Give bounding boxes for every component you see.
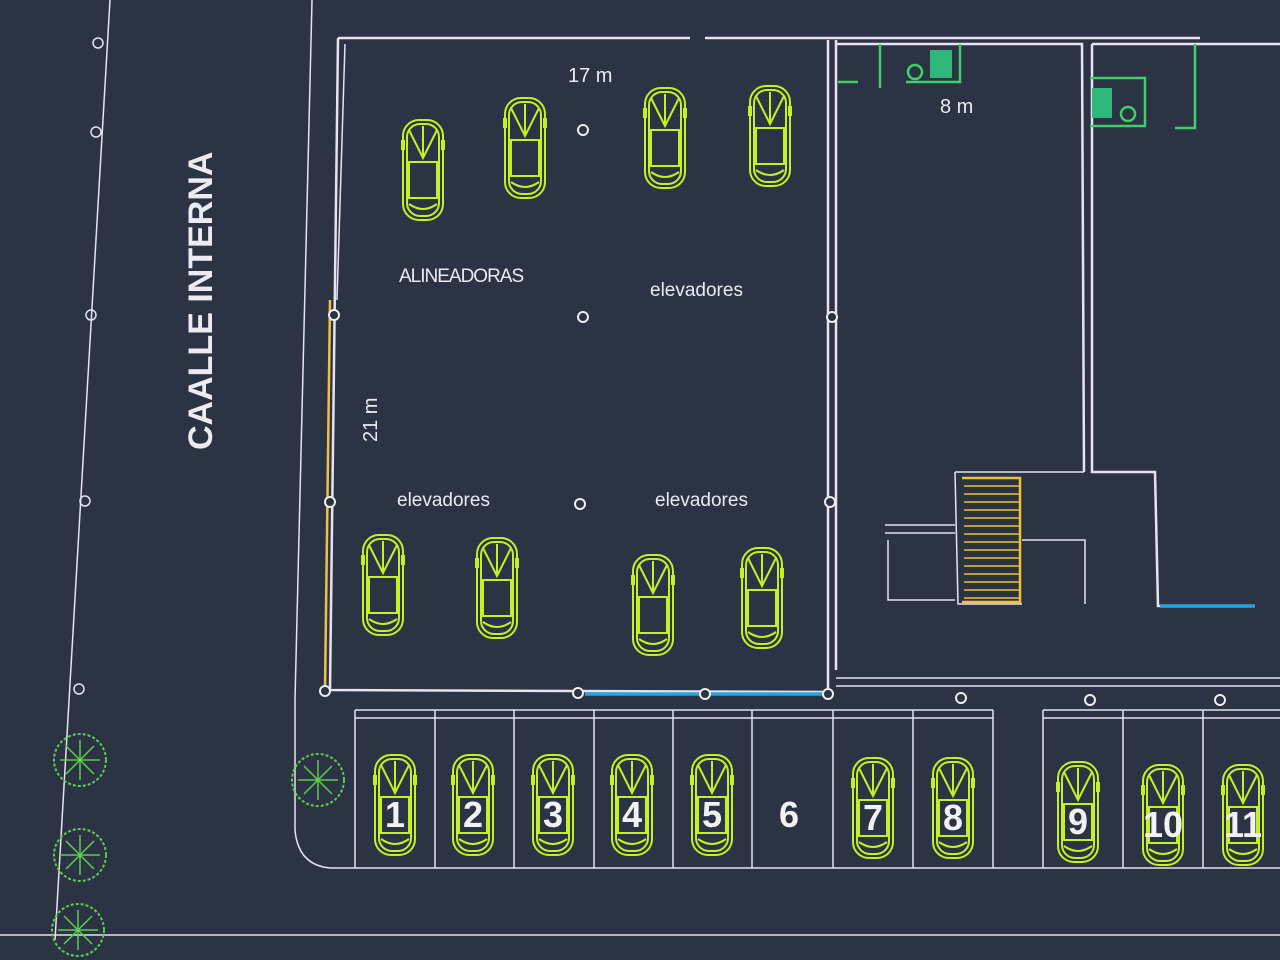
car-icon bbox=[502, 97, 548, 199]
parking-space-number: 1 bbox=[385, 794, 405, 835]
tree-icon bbox=[53, 828, 107, 882]
column-marker bbox=[955, 692, 967, 704]
tree-icon bbox=[291, 753, 345, 807]
parking-space-number: 11 bbox=[1224, 804, 1262, 845]
parking-space[interactable]: 9 bbox=[1055, 761, 1101, 863]
car-icon bbox=[400, 119, 446, 221]
parking-space[interactable]: 4 bbox=[609, 754, 655, 856]
post-marker bbox=[85, 309, 97, 321]
parking-space[interactable]: 11 bbox=[1220, 764, 1266, 866]
parking-space[interactable]: 6 bbox=[779, 794, 799, 835]
post-marker bbox=[92, 37, 104, 49]
structural-columns bbox=[319, 124, 1226, 706]
column-marker bbox=[577, 311, 589, 323]
car-icon bbox=[360, 534, 406, 636]
parking-space-number: 5 bbox=[702, 794, 722, 835]
parking-space[interactable]: 2 bbox=[450, 754, 496, 856]
workshop-walls bbox=[323, 36, 1280, 696]
parking-space-number: 9 bbox=[1068, 801, 1088, 842]
dimension-height-main: 21 m bbox=[360, 398, 382, 442]
workshop-cars bbox=[360, 85, 793, 656]
car-icon bbox=[630, 554, 676, 656]
parking-space[interactable]: 5 bbox=[689, 754, 735, 856]
parking-space-number: 2 bbox=[463, 794, 483, 835]
car-icon bbox=[474, 537, 520, 639]
parking-space-number: 3 bbox=[543, 794, 563, 835]
parking-space[interactable]: 8 bbox=[930, 757, 976, 859]
area-label-elevadores-bottom-right: elevadores bbox=[655, 490, 748, 511]
car-icon bbox=[642, 87, 688, 189]
area-label-elevadores-top: elevadores bbox=[650, 280, 743, 301]
tree-icon bbox=[53, 733, 107, 787]
dimension-width-main: 17 m bbox=[568, 65, 612, 87]
parking-space-number: 10 bbox=[1143, 804, 1183, 845]
parking-space[interactable]: 1 bbox=[372, 754, 418, 856]
column-marker bbox=[328, 309, 340, 321]
column-marker bbox=[572, 687, 584, 699]
column-marker bbox=[1214, 694, 1226, 706]
car-icon bbox=[739, 547, 785, 649]
parking-row: 1 2 3 4 5 6 7 8 9 10 11 bbox=[354, 709, 1280, 868]
parking-space-number: 8 bbox=[943, 797, 963, 838]
street-label: CAALLE INTERNA bbox=[182, 152, 220, 450]
parking-space[interactable]: 7 bbox=[850, 757, 896, 859]
parking-space[interactable]: 3 bbox=[530, 754, 576, 856]
column-marker bbox=[699, 688, 711, 700]
dimension-width-side: 8 m bbox=[940, 96, 973, 118]
post-marker bbox=[73, 683, 85, 695]
column-marker bbox=[319, 685, 331, 697]
parking-space[interactable]: 10 bbox=[1140, 764, 1186, 866]
tree-icon bbox=[51, 903, 105, 957]
trees bbox=[51, 733, 345, 957]
column-marker bbox=[1084, 694, 1096, 706]
column-marker bbox=[324, 496, 336, 508]
stair-outline bbox=[962, 476, 1022, 604]
column-marker bbox=[574, 498, 586, 510]
column-marker bbox=[577, 124, 589, 136]
column-marker bbox=[826, 311, 838, 323]
post-marker bbox=[79, 495, 91, 507]
column-marker bbox=[822, 688, 834, 700]
car-icon bbox=[747, 85, 793, 187]
parking-space-number: 4 bbox=[622, 794, 642, 835]
column-marker bbox=[824, 496, 836, 508]
area-label-alineadoras: ALINEADORAS bbox=[399, 266, 523, 287]
parking-space-number: 6 bbox=[779, 794, 799, 835]
post-marker bbox=[90, 126, 102, 138]
bathroom-2 bbox=[1090, 44, 1197, 130]
staircase bbox=[962, 476, 1022, 604]
area-label-elevadores-bottom-left: elevadores bbox=[397, 490, 490, 511]
bathroom-1 bbox=[838, 44, 962, 88]
street-posts bbox=[73, 37, 104, 695]
parking-space-number: 7 bbox=[863, 797, 883, 838]
